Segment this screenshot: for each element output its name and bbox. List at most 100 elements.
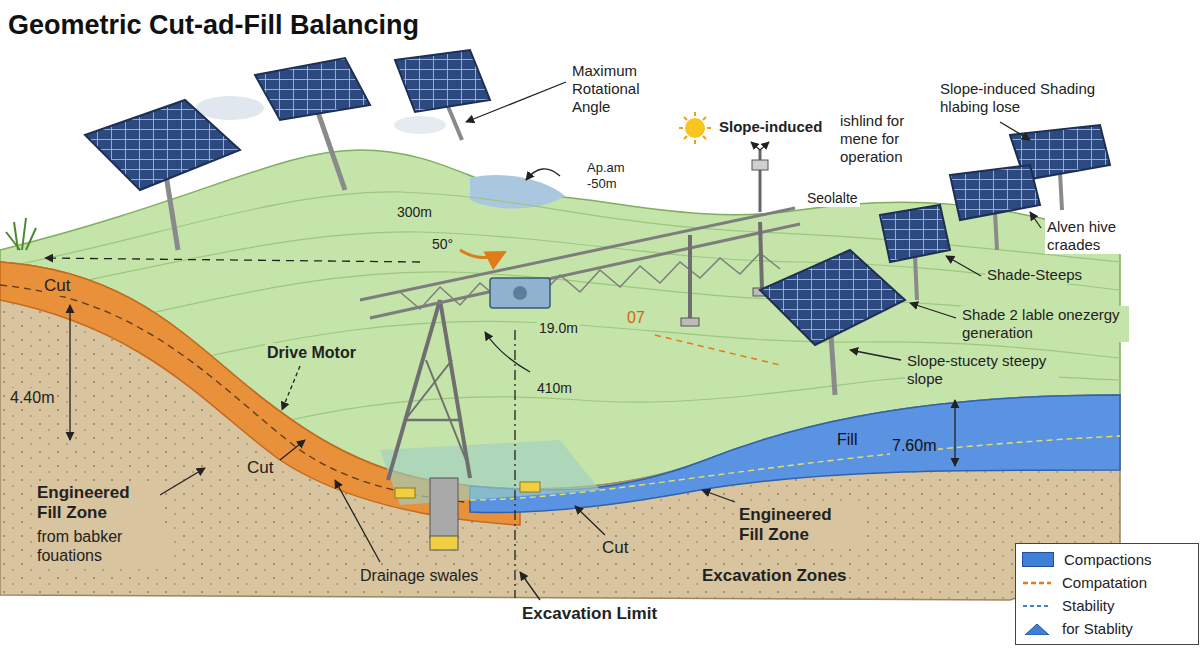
leader-line [910,303,956,318]
leader-line [160,468,205,495]
panel-pole [915,256,917,300]
torque-beam [360,208,800,318]
annotation-label: Drive Motor [265,343,358,362]
annotation-label: Cut [42,276,72,296]
annotation-label: Slope-stucety steepy slope [905,352,1059,388]
legend-text: Compactions [1064,551,1152,568]
annotation-label: 4.40m [8,388,56,407]
tracker-post [760,222,762,290]
rotation-arrow [460,250,505,258]
diagram-title: Geometric Cut-ad-Fill Balancing [8,10,419,41]
leader-line [466,82,566,122]
footing-block [520,482,540,492]
annotation-label: 07 [625,308,647,327]
legend-text: for Stablity [1062,620,1133,637]
leader-line [1030,212,1041,228]
beam-chord [370,224,800,318]
legend-box: CompactionsCompatationStability for Stabl… [1015,543,1199,645]
annotation-label: Shade-Steeps [985,266,1084,284]
annotation-label: Excavation Limit [520,604,659,624]
motor-hub [513,286,527,300]
pile-foundation [430,478,458,538]
annotation-label: 410m [535,380,574,397]
footing-block [395,488,415,498]
legend-sample [1022,622,1052,635]
legend-row: Compactions [1022,548,1198,571]
frame-leg [388,300,440,480]
legend-swatch [1022,552,1054,567]
annotation-label: ishlind for mene for operation [838,112,934,166]
beam-chord [360,208,795,300]
leader-line [520,572,540,600]
leader-line [280,440,305,460]
soil-texture [0,262,1120,600]
solar-panel [85,100,240,190]
legend-triangle-sample [1025,624,1049,635]
tracker-post [688,235,692,320]
annotation-label: Fill [835,430,859,449]
soil-section [0,262,1120,600]
annotation-label: Drainage swales [358,566,480,585]
annotation-label: Seolalte [805,190,860,207]
frame-brace [426,360,466,460]
annotation-label: Cut [245,458,275,478]
sun-icon [679,112,711,144]
leader-line [575,506,605,535]
frame-brace [405,360,452,420]
legend-text: Compatation [1062,574,1147,591]
cloud [196,96,264,120]
sensor-mast [759,150,762,212]
leader-lines [45,82,1041,600]
annotation-label: Engineered Fill Zone [35,483,159,524]
legend-row: Stability [1022,594,1198,617]
annotation-label: 50° [430,236,455,253]
grass-tuft [6,218,36,250]
annotation-label: Excavation Zones [700,566,849,586]
solar-panel [395,50,490,112]
legend-row: Compatation [1022,571,1198,594]
annotation-label: 7.60m [890,436,938,455]
rotation-arrow [526,169,560,180]
cloud [394,116,446,134]
dimension-arrow [45,258,420,262]
compaction-pad [380,440,600,505]
leader-line [335,480,380,562]
leader-line [702,490,735,502]
frame-leg [440,300,470,478]
annotation-label: Slope-induced Shading hlabing lose [938,80,1137,116]
leader-line [282,366,300,410]
drive-motor [490,278,550,308]
legend-row: for Stablity [1022,617,1198,640]
legend-line-sample [1023,582,1051,585]
leader-line [946,256,981,276]
leader-line [850,350,901,360]
annotation-label: Shade 2 lable onezergy generation [960,306,1129,342]
dimension-arrow [954,400,955,466]
sensor-box [752,160,768,170]
annotation-label: Engineered Fill Zone [737,505,861,546]
annotation-label: Alven hive craades [1045,218,1159,254]
annotation-label: 19.0m [537,320,580,337]
post-base [681,318,699,326]
panel-pole [995,212,997,250]
solar-panel [760,250,905,345]
sun-disc [685,118,705,138]
legend-line-sample [1023,605,1051,607]
mast-arrow [760,142,769,150]
sun-rays [679,112,711,144]
annotation-label: Slope-induced [717,118,824,136]
leader-line [1000,122,1030,140]
tracker-frame [388,300,470,480]
mast-arrow [751,142,760,150]
annotation-label: Ap.am -50m [585,160,649,191]
legend-sample [1022,599,1052,612]
beam-lattice [400,253,780,309]
annotation-label: Maximum Rotational Angle [570,62,666,116]
orange-guide-line [655,335,780,365]
legend-sample [1022,576,1052,589]
solar-panel [950,165,1040,220]
rotation-arrow [485,332,530,372]
annotation-label: Cut [600,538,630,558]
annotation-label: from babker fouations [35,527,174,565]
